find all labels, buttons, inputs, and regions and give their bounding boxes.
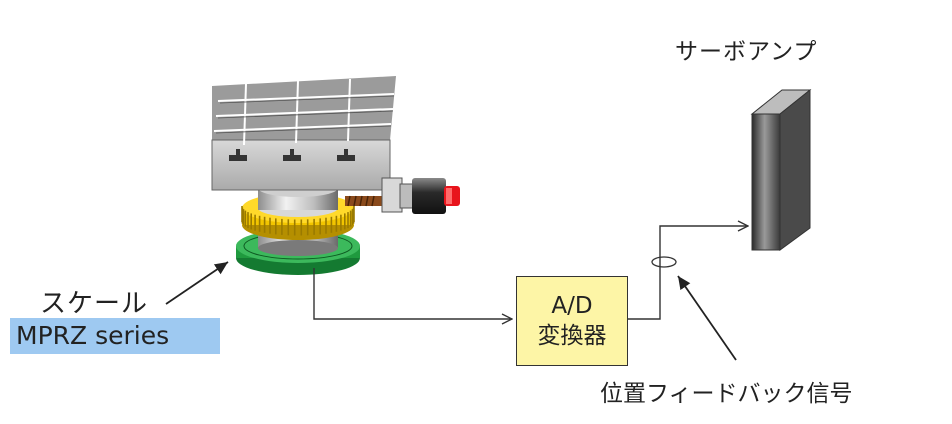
servo-amp-label: サーボアンプ [675,39,818,65]
ad-converter-box: A/D 変換器 [516,276,628,366]
scale-label: スケール [40,289,149,319]
drive-motor [381,177,460,214]
table-top [211,76,396,191]
series-label: MPRZ series [10,318,220,354]
feedback-loop-marker [651,256,677,268]
feedback-signal-label: 位置フィードバック信号 [600,381,853,407]
feedback-leader-arrow [677,275,737,361]
ad-converter-line2: 変換器 [537,323,607,349]
signal-wires [313,226,748,320]
scale-leader-arrow [165,261,229,305]
ad-to-servo-wire [628,226,748,320]
worm-shaft [345,195,385,207]
scale-to-ad-wire [313,268,512,319]
ad-converter-line1: A/D [551,293,593,319]
servo-amplifier [750,88,812,251]
rotary-table [211,76,460,275]
